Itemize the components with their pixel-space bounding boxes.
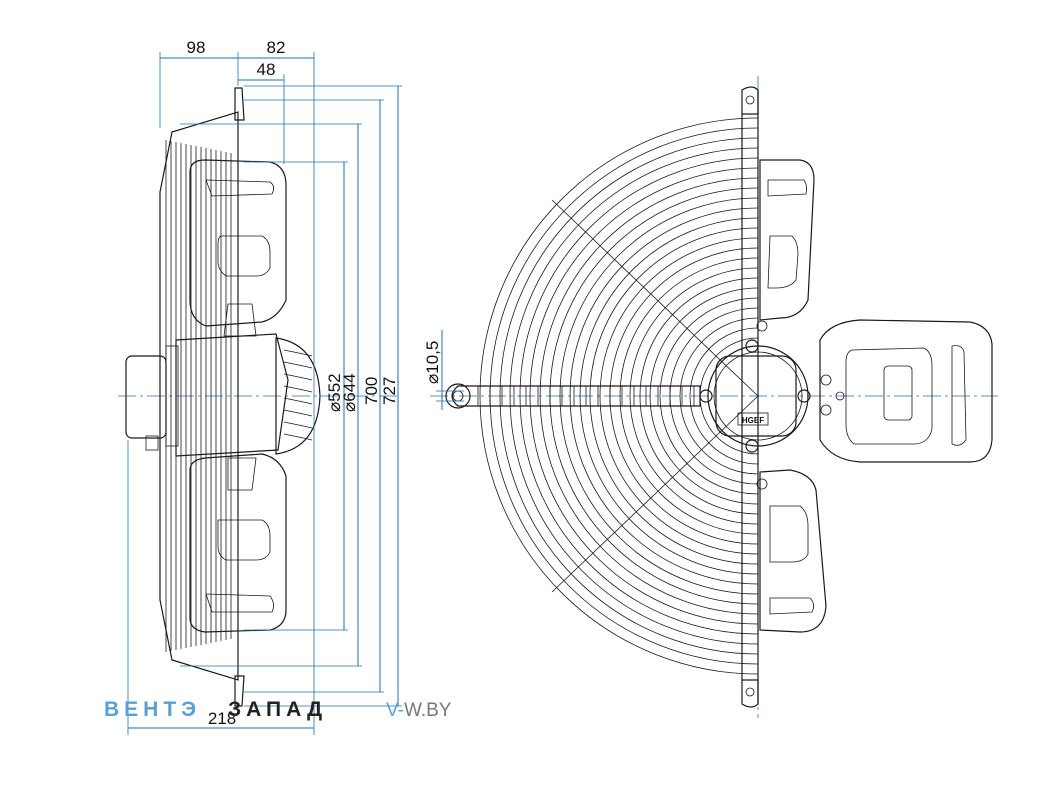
rotor-fin xyxy=(283,349,313,357)
front-lower-blade-slot xyxy=(769,597,814,615)
front-right-blade-window xyxy=(883,365,913,421)
guard-ring xyxy=(499,137,759,655)
lower-blade xyxy=(189,453,287,633)
front-view: HGEF ⌀10,5 xyxy=(423,76,998,718)
rotor-fin xyxy=(283,373,313,381)
motor-flange xyxy=(165,345,179,447)
rotor-fins xyxy=(283,349,313,441)
rotor-fin xyxy=(283,397,313,405)
front-right-blade-panel xyxy=(845,347,933,445)
nameplate-text: HGEF xyxy=(742,416,764,425)
mounting-arm xyxy=(451,385,701,407)
label-218: 218 xyxy=(208,709,236,728)
motor-terminal-plate xyxy=(715,355,797,437)
bolt-bottom xyxy=(745,439,759,453)
guard-spoke-upper xyxy=(551,199,759,397)
guard-ring xyxy=(539,177,759,615)
front-upper-blade-window xyxy=(767,235,799,289)
guard-ring xyxy=(619,257,759,535)
label-98: 98 xyxy=(187,38,206,57)
guard-spoke-lower xyxy=(551,395,759,593)
guard-ring xyxy=(479,117,759,675)
label-dia-10-5: ⌀10,5 xyxy=(423,341,442,384)
upper-blade-window xyxy=(217,235,271,277)
logo-url: V-W.BY xyxy=(386,700,452,721)
guard-ring xyxy=(629,267,759,525)
guard-ring xyxy=(679,317,759,475)
guard-outline xyxy=(159,111,239,681)
guard-ring xyxy=(519,157,759,635)
nameplate-box xyxy=(737,412,769,426)
front-upper-blade xyxy=(759,159,815,321)
label-727: 727 xyxy=(380,377,399,405)
motor-hub-inner xyxy=(713,351,803,441)
front-lower-blade-window xyxy=(769,505,809,563)
watermark-logo: ВЕНТЭ ЗАПАД V-W.BY xyxy=(104,698,452,721)
guard-ring xyxy=(509,147,759,645)
guard-ring xyxy=(639,277,759,515)
guard-ring xyxy=(689,327,759,465)
rotor-fin xyxy=(283,433,313,441)
label-700: 700 xyxy=(362,377,381,405)
guard-ring xyxy=(599,237,759,555)
motor-rotor xyxy=(275,337,321,455)
rotor-fin xyxy=(283,409,313,417)
blade-bolt-upper xyxy=(756,320,768,332)
rotor-fin xyxy=(283,385,313,393)
label-dia-552: ⌀552 xyxy=(325,373,344,412)
upper-blade-slot1 xyxy=(205,179,274,197)
blade-bolt-right3 xyxy=(835,391,845,401)
rotor-fin xyxy=(283,361,313,369)
hub-blade-band xyxy=(175,333,289,457)
blade-bolt-lower xyxy=(756,478,768,490)
front-right-blade xyxy=(819,319,993,463)
top-mount-lug xyxy=(234,87,245,121)
front-top-lug xyxy=(741,86,759,115)
front-bottom-lug xyxy=(741,679,759,708)
label-dia-644: ⌀644 xyxy=(340,373,359,412)
side-view xyxy=(118,87,400,707)
arm-ribs xyxy=(477,386,695,406)
guard-ring xyxy=(579,217,759,575)
lower-blade-root xyxy=(227,457,257,491)
label-82: 82 xyxy=(267,38,286,57)
upper-blade-root xyxy=(223,303,257,337)
arm-eye xyxy=(445,383,471,409)
front-bottom-lug-hole xyxy=(745,687,755,697)
front-top-lug-hole xyxy=(745,95,755,105)
blade-bolt-right1 xyxy=(820,374,832,386)
guard-ring xyxy=(649,287,759,505)
guard-ring xyxy=(659,297,759,495)
bolt-right xyxy=(797,389,811,403)
lower-blade-window xyxy=(217,519,271,561)
guard-ring xyxy=(559,197,759,595)
cable-gland xyxy=(145,435,159,451)
bolt-top xyxy=(745,339,759,353)
rotor-fin xyxy=(283,421,313,429)
guard-ring xyxy=(589,227,759,565)
front-right-blade-slot xyxy=(951,345,967,446)
logo-part1: ВЕНТЭ xyxy=(104,698,201,721)
bottom-mount-lug xyxy=(234,675,245,707)
front-upper-blade-slot xyxy=(767,179,808,197)
lower-blade-slot xyxy=(205,593,274,613)
logo-part2: ЗАПАД xyxy=(228,698,327,721)
upper-blade xyxy=(189,159,287,327)
front-lower-blade xyxy=(759,469,827,633)
side-dimensions: 98 82 48 218 ⌀552 ⌀644 700 727 xyxy=(127,38,402,735)
guard-ring xyxy=(569,207,759,585)
guard-ring xyxy=(529,167,759,625)
blade-bolt-right2 xyxy=(820,404,832,416)
label-48: 48 xyxy=(257,60,276,79)
